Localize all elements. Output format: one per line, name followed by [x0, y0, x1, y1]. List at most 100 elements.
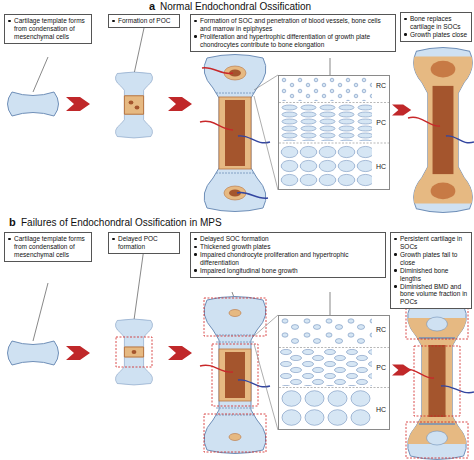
blood-vessels	[200, 68, 270, 199]
bullet-text: Persistent cartilage in SOCs	[400, 235, 462, 250]
bullet-item: Impaired chondrocyte proliferation and h…	[194, 251, 382, 267]
epiphysis-marrow	[431, 61, 456, 78]
defect-boxes	[406, 303, 468, 458]
growth-plate	[216, 335, 254, 415]
bullet-dot	[8, 238, 11, 241]
defect-box	[204, 414, 266, 452]
cartilage-cap	[414, 48, 473, 213]
blood-vessels	[402, 369, 474, 393]
bone-collar	[124, 96, 143, 114]
poc-spot	[129, 100, 134, 104]
bullet-text: Diminished BMD and bone volume fraction …	[400, 283, 467, 306]
leader-lines	[33, 28, 437, 341]
growth-plate-zoom	[279, 77, 389, 188]
bullet-dot	[112, 238, 115, 241]
bullet-item: Thickened growth plates	[194, 243, 382, 251]
bullet-item: Bone replaces cartilage in SOCs	[404, 15, 468, 31]
proliferative-zone	[280, 349, 372, 386]
leader-line	[134, 28, 144, 74]
bullet-item: Formation of POC	[112, 17, 176, 25]
zone-label: HC	[376, 163, 386, 170]
bullet-dot	[194, 20, 197, 23]
zone-divider	[279, 103, 389, 144]
bullet-dot	[8, 20, 11, 23]
growing-bone	[204, 55, 266, 212]
bone-body	[414, 57, 473, 204]
marrow	[225, 352, 245, 398]
bullet-text: Diminished bone lengths	[400, 267, 448, 282]
panel-letter: a	[149, 0, 155, 12]
bullet-dot	[394, 285, 397, 288]
cartilage-template	[8, 92, 59, 116]
bullet-text: Growth plates close	[410, 31, 467, 38]
vein	[237, 192, 268, 198]
resting-zone	[280, 317, 372, 346]
text-box: Cartilage template forms from condensati…	[4, 232, 92, 262]
bullet-item: Growth plates close	[404, 31, 468, 39]
bullet-text: Cartilage template forms from condensati…	[14, 17, 85, 40]
poc-bone	[115, 72, 152, 138]
defect-box	[406, 422, 468, 458]
artery	[202, 68, 233, 74]
persistent-cartilage	[427, 431, 448, 445]
text-box: Cartilage template forms from condensati…	[4, 14, 92, 44]
bone-shaft	[219, 349, 251, 401]
text-box: Persistent cartilage in SOCsGrowth plate…	[390, 232, 472, 309]
mature-bone	[414, 48, 473, 213]
text-box: Formation of POC	[108, 14, 180, 28]
growth-plate	[216, 93, 254, 173]
bullet-item: Proliferation and hypertrophic different…	[194, 33, 392, 49]
text-box: Delayed SOC formationThickened growth pl…	[190, 232, 386, 278]
proliferative-zone	[280, 104, 372, 141]
zoom-inset: RCPCHC	[278, 315, 390, 430]
poc-bone	[115, 319, 152, 385]
defect-box	[212, 344, 258, 406]
bullet-dot	[394, 269, 397, 272]
zone-label: PC	[376, 119, 386, 126]
marrow	[428, 345, 445, 417]
zone-label: RC	[376, 326, 386, 333]
text-box: Bone replaces cartilage in SOCsGrowth pl…	[400, 12, 472, 42]
artery	[200, 121, 233, 130]
marrow	[433, 86, 454, 174]
bullet-text: Bone replaces cartilage in SOCs	[410, 15, 461, 30]
growing-bone	[204, 297, 266, 454]
open-growth-plate	[419, 338, 455, 424]
cartilage-outline	[204, 297, 266, 454]
cartilage-template	[8, 341, 59, 365]
bullet-text: Delayed POC formation	[118, 235, 158, 250]
panel-letter: b	[9, 216, 16, 228]
vein	[446, 136, 474, 143]
bullet-item: Formation of SOC and penetration of bloo…	[194, 17, 392, 33]
text-box: Delayed POC formation	[108, 232, 180, 254]
zone-label: PC	[376, 364, 386, 371]
cartilage-outline	[115, 72, 152, 138]
stage-arrow	[168, 346, 192, 360]
bullet-item: Persistent cartilage in SOCs	[394, 235, 468, 251]
cartilage-outline	[204, 55, 266, 212]
bullet-dot	[404, 33, 407, 36]
artery	[408, 117, 440, 126]
zoom-lines	[254, 315, 278, 430]
bullet-item: Cartilage template forms from condensati…	[8, 17, 88, 41]
template-shape	[8, 341, 59, 365]
stage-arrow	[66, 97, 90, 111]
bullet-dot	[194, 246, 197, 249]
defect-box	[204, 298, 266, 336]
stage-arrow	[392, 104, 411, 115]
defect-boxes	[204, 298, 266, 452]
zone-divider	[279, 348, 389, 388]
bullet-text: Formation of SOC and penetration of bloo…	[200, 17, 381, 32]
bullet-item: Delayed POC formation	[112, 235, 176, 251]
soc	[229, 434, 241, 441]
epiphysis-marrow	[431, 183, 456, 200]
bullet-dot	[194, 35, 197, 38]
growth-plate-zoom	[279, 317, 389, 428]
bullet-text: Delayed SOC formation	[200, 235, 269, 242]
bone-shaft	[219, 97, 251, 169]
bullet-item: Impaired longitudinal bone growth	[194, 267, 382, 275]
leader-line	[330, 58, 331, 75]
poc-spot	[135, 105, 140, 109]
leader-line	[330, 292, 331, 315]
